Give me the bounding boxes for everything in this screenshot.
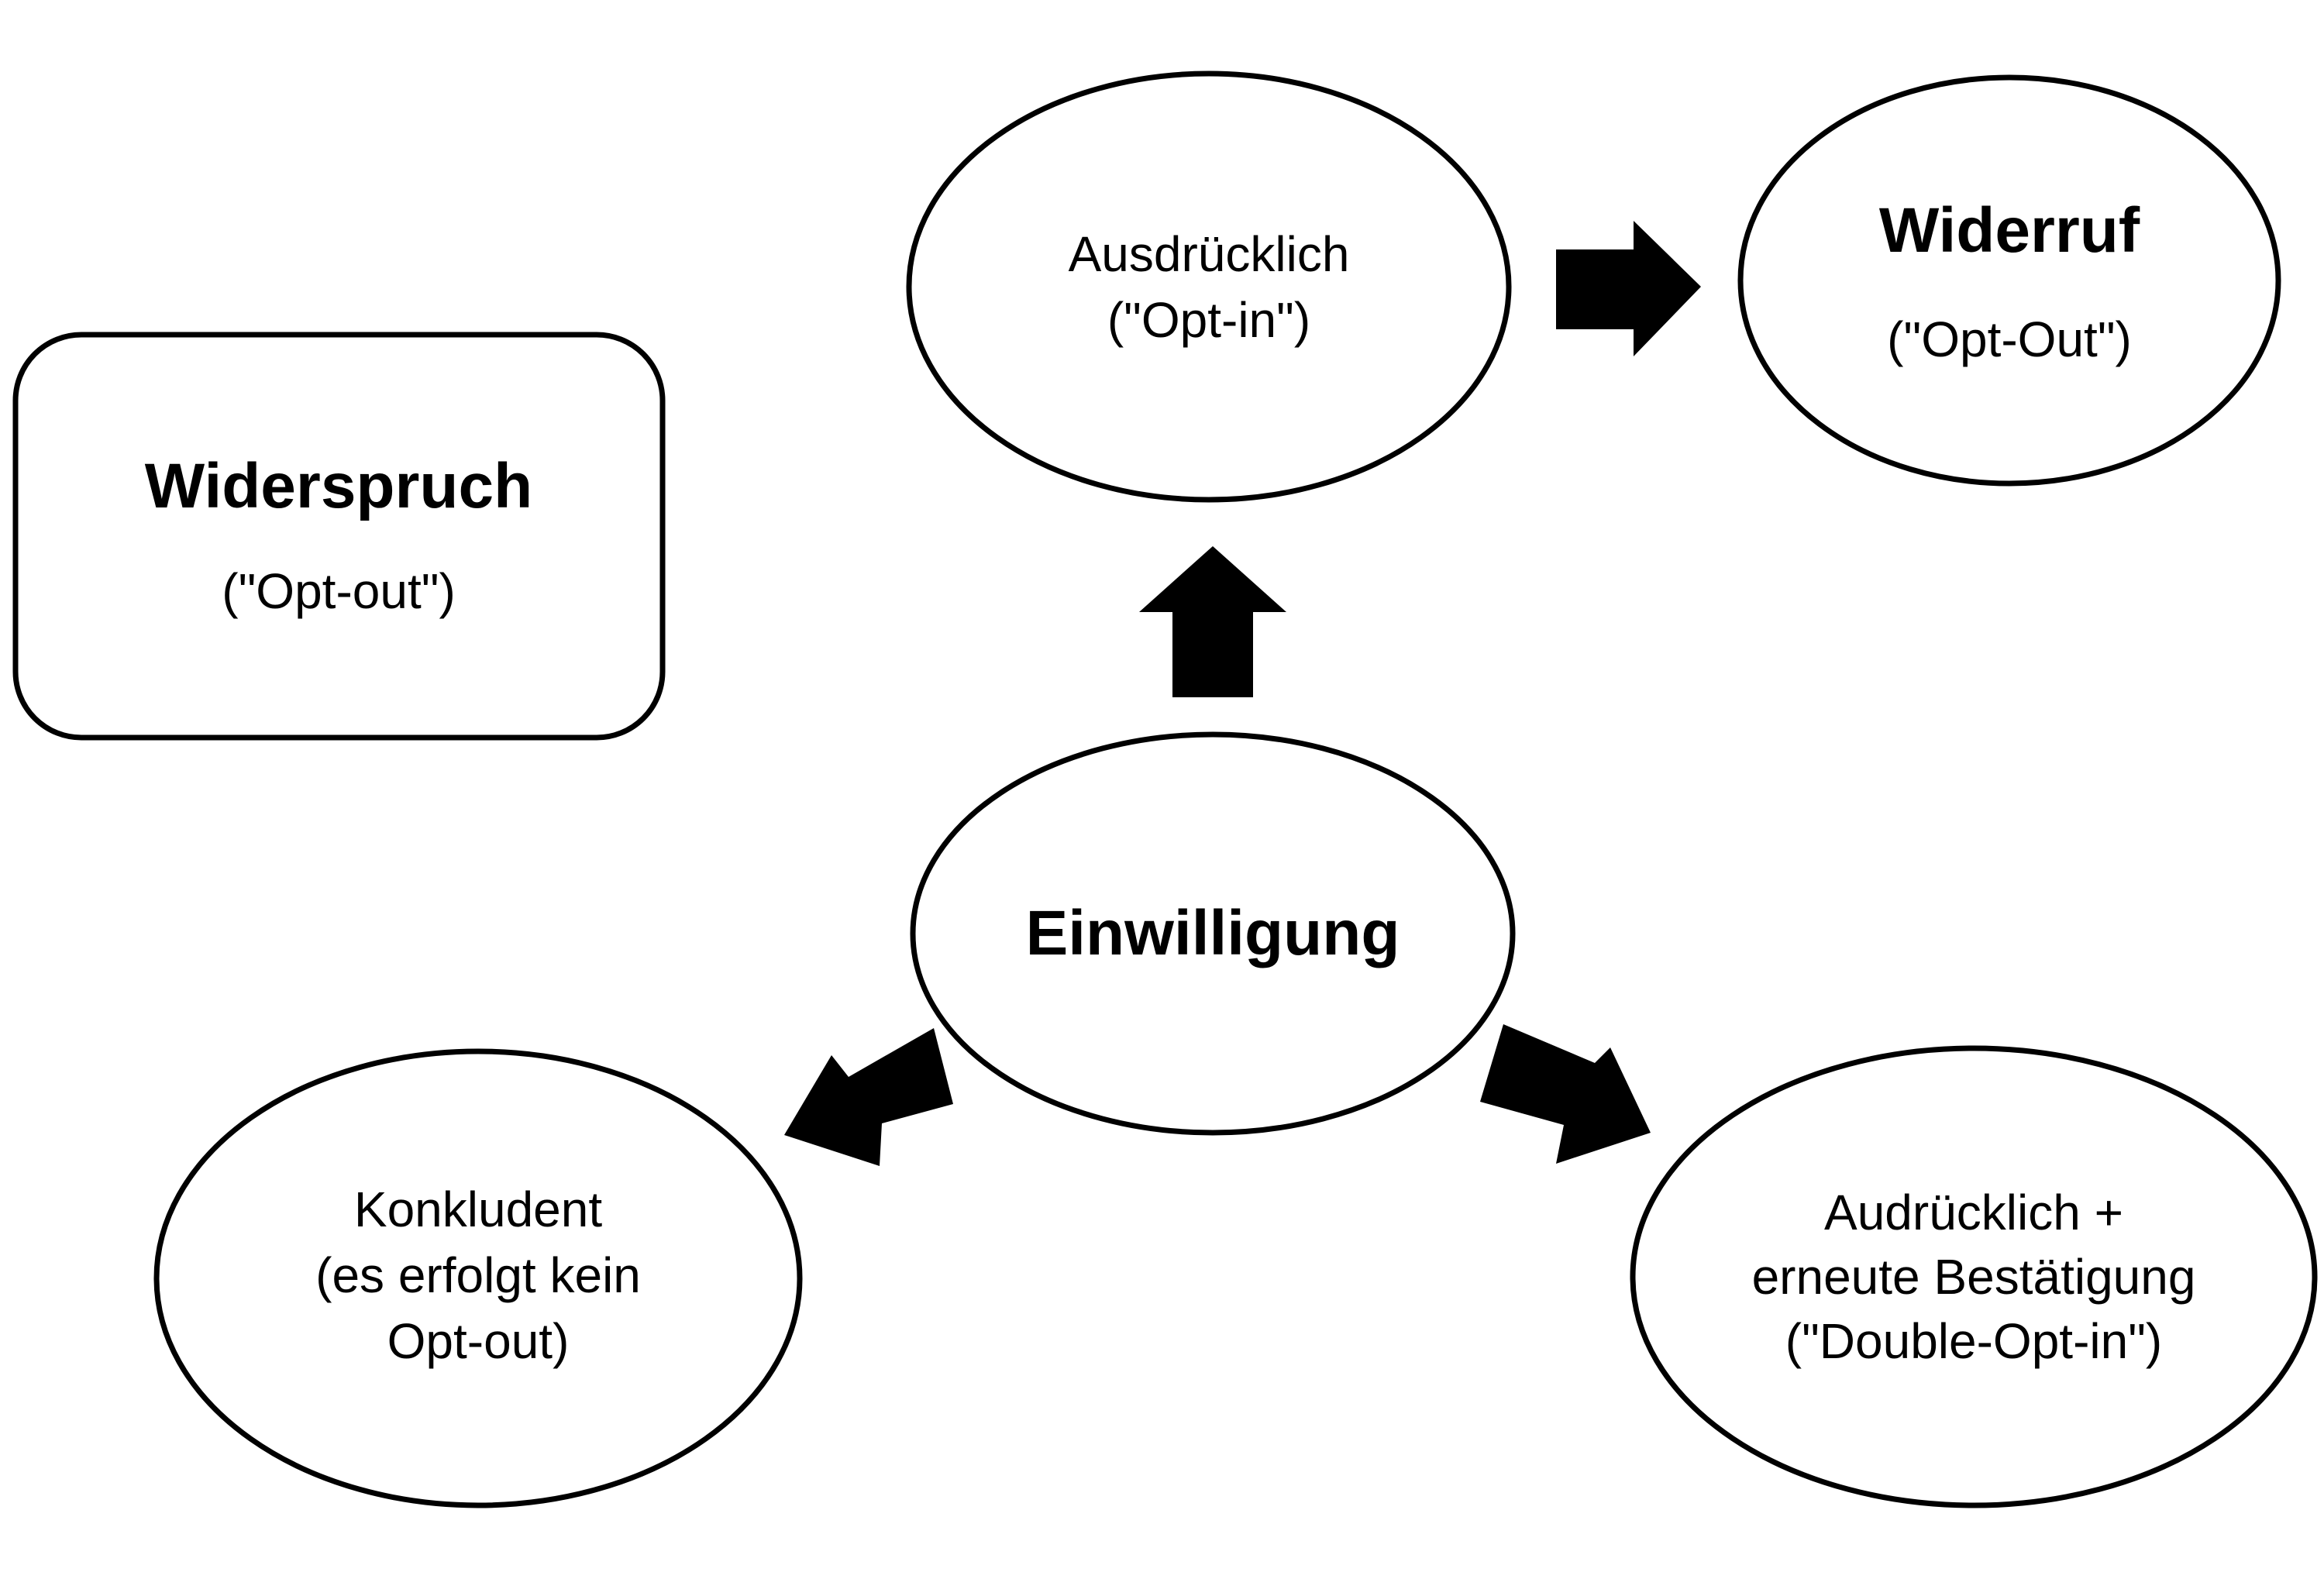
node-ausdruecklich: Ausdrücklich ("Opt-in") bbox=[906, 71, 1512, 503]
ausdruecklich-line-2: ("Opt-in") bbox=[1107, 292, 1310, 348]
konkludent-line-1: Konkludent bbox=[354, 1182, 602, 1237]
widerspruch-box bbox=[12, 332, 666, 741]
node-einwilligung: Einwilligung bbox=[910, 731, 1516, 1136]
double-opt-in-ellipse bbox=[1630, 1045, 2318, 1508]
arrow-einwilligung-to-konkludent bbox=[784, 1028, 953, 1166]
double-opt-in-line-1: Audrücklich + bbox=[1824, 1185, 2123, 1240]
arrow-einwilligung-to-ausdruecklich bbox=[1139, 546, 1286, 697]
arrow-einwilligung-to-double-opt-in bbox=[1480, 1024, 1651, 1164]
node-widerruf: Widerruf ("Opt-Out") bbox=[1737, 74, 2281, 487]
konkludent-ellipse bbox=[153, 1048, 803, 1508]
konkludent-line-3: Opt-out) bbox=[387, 1313, 570, 1369]
arrow-ausdruecklich-to-widerruf bbox=[1556, 221, 1701, 356]
ausdruecklich-ellipse bbox=[906, 71, 1512, 503]
node-double-opt-in: Audrücklich + erneute Bestätigung ("Doub… bbox=[1630, 1045, 2318, 1508]
node-konkludent: Konkludent (es erfolgt kein Opt-out) bbox=[153, 1048, 803, 1508]
widerspruch-subtitle: ("Opt-out") bbox=[222, 563, 456, 619]
widerruf-subtitle: ("Opt-Out") bbox=[1887, 311, 2132, 367]
widerspruch-title: Widerspruch bbox=[145, 451, 532, 521]
node-widerspruch: Widerspruch ("Opt-out") bbox=[12, 332, 666, 741]
widerruf-title: Widerruf bbox=[1879, 195, 2140, 266]
double-opt-in-line-2: erneute Bestätigung bbox=[1752, 1249, 2196, 1305]
konkludent-line-2: (es erfolgt kein bbox=[315, 1247, 641, 1303]
ausdruecklich-line-1: Ausdrücklich bbox=[1069, 226, 1350, 282]
widerruf-ellipse bbox=[1737, 74, 2281, 487]
einwilligung-ellipse bbox=[910, 731, 1516, 1136]
double-opt-in-line-3: ("Double-Opt-in") bbox=[1785, 1313, 2162, 1369]
einwilligung-title: Einwilligung bbox=[1026, 898, 1400, 968]
